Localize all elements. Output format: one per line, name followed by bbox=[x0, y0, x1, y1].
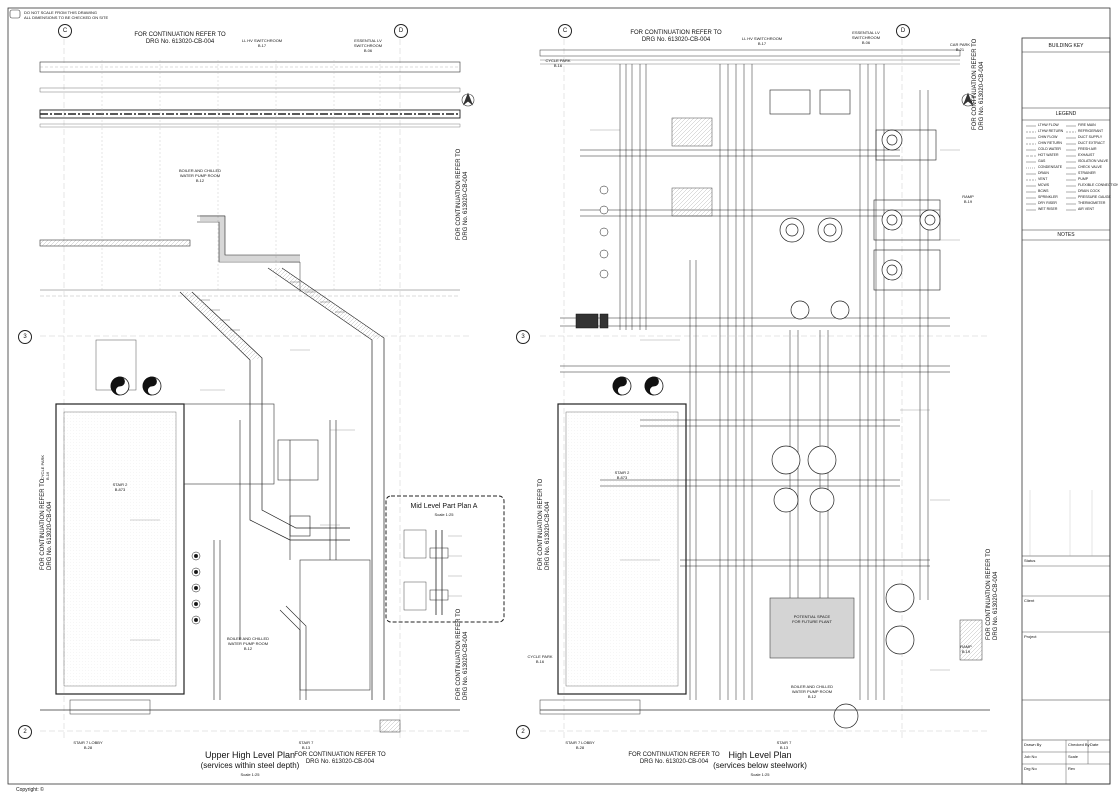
continuation-note-vertical-left: FOR CONTINUATION REFER TO DRG No. 613020… bbox=[456, 148, 469, 240]
legend-item: PRESSURE GAUGE bbox=[1078, 195, 1111, 199]
title-block bbox=[1021, 37, 1111, 785]
legend-item: HOT WATER bbox=[1038, 153, 1059, 157]
building-key-heading: BUILDING KEY bbox=[1048, 43, 1084, 49]
title-rev: Rev bbox=[1068, 766, 1076, 771]
legend-item: AIR VENT bbox=[1078, 207, 1095, 211]
room-label-boiler-right: BOILER AND CHILLED WATER PUMP ROOM B.12 bbox=[790, 684, 834, 699]
right-plan-subtitle: (services below steelwork) bbox=[713, 761, 807, 770]
north-arrow-icon bbox=[9, 9, 975, 107]
legend-item: MCWS bbox=[1038, 183, 1050, 187]
grid-bubble-c-right: C bbox=[558, 24, 572, 38]
room-label-stair-right: STAIR 2 B.873 bbox=[614, 470, 630, 480]
header-note-1: DO NOT SCALE FROM THIS DRAWING bbox=[24, 10, 98, 15]
notes-heading: NOTES bbox=[1057, 232, 1075, 238]
title-job-no: Job No bbox=[1024, 754, 1037, 759]
header-note-2: ALL DIMENSIONS TO BE CHECKED ON SITE bbox=[24, 15, 109, 20]
left-plan-title: Upper High Level Plan bbox=[204, 750, 296, 760]
room-label-car-park: CAR PARK B.21 bbox=[949, 42, 971, 52]
left-plan-scale: Scale 1:25 bbox=[240, 772, 260, 777]
left-plan bbox=[39, 30, 470, 740]
right-plan-scale: Scale 1:25 bbox=[750, 772, 770, 777]
legend-item: CHECK VALVE bbox=[1078, 165, 1102, 169]
legend-item: GAS bbox=[1038, 159, 1046, 163]
title-checked-by: Checked By bbox=[1068, 742, 1090, 747]
legend-item: THERMOMETER bbox=[1078, 201, 1106, 205]
legend-item: REFRIGERANT bbox=[1078, 129, 1104, 133]
title-scale: Scale bbox=[1068, 754, 1079, 759]
legend-item: FRESH AIR bbox=[1078, 147, 1097, 151]
room-label-future-plant: POTENTIAL SPACE FOR FUTURE PLANT bbox=[792, 614, 832, 624]
room-label-boiler-left: BOILER AND CHILLED WATER PUMP ROOM B.12 bbox=[226, 636, 270, 651]
grid-bubble-c-left: C bbox=[58, 24, 72, 38]
grid-bubble-2-right: 2 bbox=[516, 725, 530, 739]
legend-heading: LEGEND bbox=[1055, 111, 1077, 117]
legend-item: DUCT SUPPLY bbox=[1078, 135, 1103, 139]
copyright: Copyright: © bbox=[16, 787, 44, 793]
legend-item: BCWS bbox=[1038, 189, 1049, 193]
title-project: Project bbox=[1024, 634, 1037, 639]
grid-bubble-2-left: 2 bbox=[18, 725, 32, 739]
grid-bubble-3-right: 3 bbox=[516, 330, 530, 344]
continuation-note-vertical-right-mid: FOR CONTINUATION REFER TO DRG No. 613020… bbox=[538, 478, 551, 570]
legend-item: DRAIN bbox=[1038, 171, 1049, 175]
legend-item: VENT bbox=[1038, 177, 1048, 181]
room-label-ramp-bottom: RAMP B.19 bbox=[960, 644, 972, 654]
continuation-note-right-top: FOR CONTINUATION REFER TO DRG No. 613020… bbox=[630, 30, 722, 43]
legend-item: DRY RISER bbox=[1038, 201, 1057, 205]
continuation-note-vertical-left-low: FOR CONTINUATION REFER TO DRG No. 613020… bbox=[456, 608, 469, 700]
room-label-cycle-left: CYCLE PARK B.16 bbox=[40, 454, 50, 480]
continuation-note-vertical-right-low: FOR CONTINUATION REFER TO DRG No. 613020… bbox=[986, 548, 999, 640]
grid-bubble-d-left: D bbox=[394, 24, 408, 38]
title-drg-no: Drg No bbox=[1024, 766, 1037, 771]
room-label-essential-right: ESSENTIAL LV SWITCHROOM B.06 bbox=[851, 30, 881, 45]
part-plan-title: Mid Level Part Plan A bbox=[410, 503, 478, 510]
room-label-cycle-right: CYCLE PARK B.16 bbox=[527, 654, 553, 664]
part-plan-box bbox=[385, 495, 505, 623]
legend-item: LTHW RETURN bbox=[1038, 129, 1064, 133]
room-label-lobby-left: STAIR 7 LOBBY B.28 bbox=[73, 740, 103, 750]
title-date: Date bbox=[1090, 742, 1099, 747]
left-plan-subtitle: (services within steel depth) bbox=[200, 761, 300, 770]
legend-item: SPRINKLER bbox=[1038, 195, 1058, 199]
continuation-note-vertical-left-mid: FOR CONTINUATION REFER TO DRG No. 613020… bbox=[40, 478, 53, 570]
legend-item: CHW RETURN bbox=[1038, 141, 1062, 145]
room-label-lobby-right: STAIR 7 LOBBY B.28 bbox=[565, 740, 595, 750]
grid-bubble-3-left: 3 bbox=[18, 330, 32, 344]
continuation-note-vertical-right: FOR CONTINUATION REFER TO DRG No. 613020… bbox=[972, 38, 985, 130]
room-label-essential-left: ESSENTIAL LV SWITCHROOM B.06 bbox=[353, 38, 383, 53]
right-plan bbox=[539, 30, 990, 740]
title-status: Status bbox=[1024, 558, 1036, 563]
right-plan-title: High Level Plan bbox=[728, 750, 792, 760]
grid-bubble-d-right: D bbox=[896, 24, 910, 38]
legend-item: STRAINER bbox=[1078, 171, 1096, 175]
room-label-stair7-right: STAIR 7 B.13 bbox=[776, 740, 792, 750]
legend-item: CHW FLOW bbox=[1038, 135, 1058, 139]
room-label-stair7-left: STAIR 7 B.13 bbox=[298, 740, 314, 750]
continuation-note-left-bottom: FOR CONTINUATION REFER TO DRG No. 613020… bbox=[294, 752, 386, 765]
legend-item: WET RISER bbox=[1038, 207, 1058, 211]
legend-item: ISOLATION VALVE bbox=[1078, 159, 1109, 163]
title-drawn-by: Drawn By bbox=[1024, 742, 1042, 747]
legend-item: EXHAUST bbox=[1078, 153, 1095, 157]
room-label-stair-left: STAIR 2 B.873 bbox=[112, 482, 128, 492]
legend-item: FIRE MAIN bbox=[1078, 123, 1096, 127]
room-label-boiler-top: BOILER AND CHILLED WATER PUMP ROOM B.12 bbox=[178, 168, 222, 183]
fan-icon bbox=[110, 376, 162, 396]
room-label-lv-right: LL HV SWITCHROOM B.17 bbox=[741, 36, 783, 46]
legend-item: DRAIN COCK bbox=[1078, 189, 1100, 193]
room-label-cycle-right-top: CYCLE PARK B.16 bbox=[545, 58, 571, 68]
title-client: Client bbox=[1024, 598, 1035, 603]
room-label-ramp-top: RAMP B.19 bbox=[962, 194, 974, 204]
legend-item: COLD WATER bbox=[1038, 147, 1061, 151]
room-label-lv-left: LL HV SWITCHROOM B.17 bbox=[241, 38, 283, 48]
legend-item: PUMP bbox=[1078, 177, 1089, 181]
continuation-note-right-bottom: FOR CONTINUATION REFER TO DRG No. 613020… bbox=[628, 752, 720, 765]
legend-item: CONDENSATE bbox=[1038, 165, 1063, 169]
legend-item: FLEXIBLE CONNECTION bbox=[1078, 183, 1118, 187]
part-plan-scale: Scale 1:25 bbox=[434, 512, 454, 517]
legend-item: LTHW FLOW bbox=[1038, 123, 1059, 127]
continuation-note-left-top: FOR CONTINUATION REFER TO DRG No. 613020… bbox=[134, 32, 226, 45]
legend-item: DUCT EXTRACT bbox=[1078, 141, 1105, 145]
